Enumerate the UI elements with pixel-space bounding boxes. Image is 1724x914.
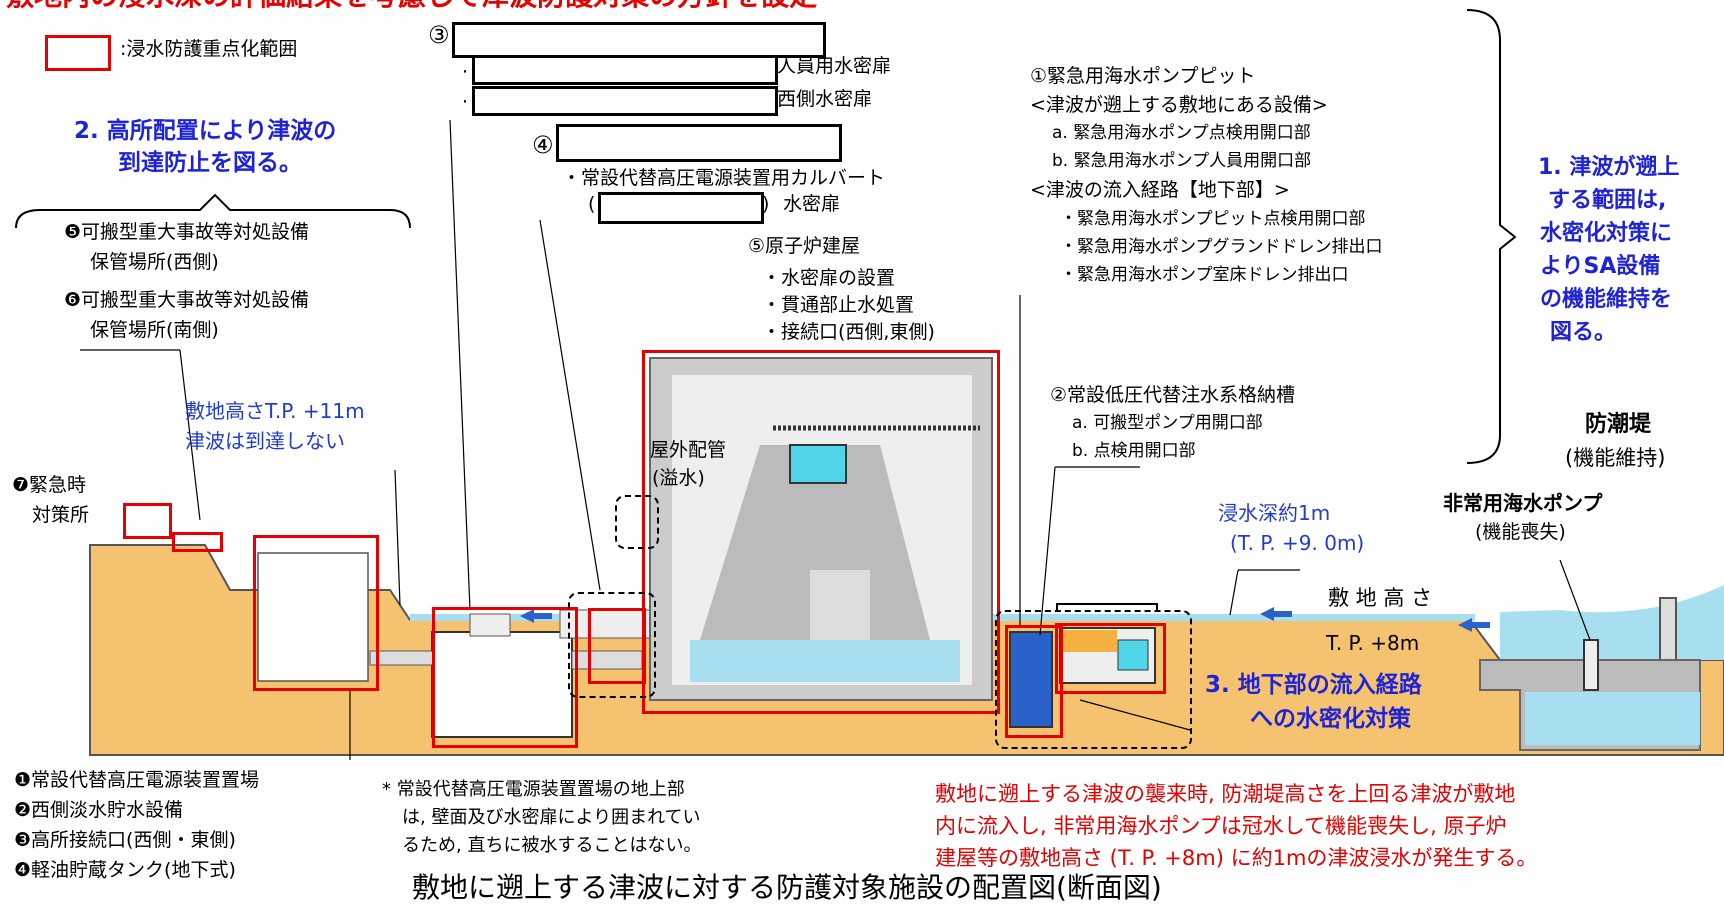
highlight-pump-pit: [1005, 625, 1063, 738]
seawater-pump-title: 非常用海水ポンプ: [1443, 491, 1603, 515]
pump-pit-title: ①緊急用海水ポンプピット: [1030, 65, 1256, 87]
site-height-line2: 津波は到達しない: [185, 429, 345, 453]
highlight-storage: [172, 532, 223, 552]
policy1-l6: 図る。: [1550, 320, 1617, 345]
bracket-policy1: [1466, 9, 1517, 464]
callout3-line2: 西側水密扉: [777, 88, 873, 110]
pump-pit-i1: ・緊急用海水ポンプピット点検用開口部: [1060, 209, 1366, 229]
highlight-low-tank: [1055, 623, 1166, 694]
callout4-line1: ・常設代替高圧電源装置用カルバート: [562, 167, 886, 189]
note-line2: は, 壁面及び水密扉により囲まれてい: [402, 807, 701, 828]
seawall-sub: (機能維持): [1565, 446, 1666, 470]
highlight-reactor: [642, 350, 1000, 714]
highlight-tank1: [432, 607, 578, 748]
policy1-l5: の機能維持を: [1540, 287, 1673, 312]
reactor-item2: ・貫通部止水処置: [762, 294, 915, 316]
reactor-item3: ・接続口(西側,東側): [762, 321, 935, 343]
callout4-paren-close: ): [762, 193, 770, 215]
ground-label: 敷 地 高 さ: [1328, 586, 1433, 610]
legend-label: :浸水防護重点化範囲: [120, 38, 298, 60]
pump-pit-sub2: <津波の流入経路【地下部】>: [1030, 179, 1290, 201]
emergency-line2: 対策所: [32, 504, 90, 526]
highlight-power-yard: [253, 535, 379, 691]
bracket-pump: [1056, 603, 1158, 612]
power-yard-building: [257, 552, 369, 682]
pump-pit-i3: ・緊急用海水ポンプ室床ドレン排出口: [1060, 265, 1349, 285]
policy2-line1: 2. 高所配置により津波の: [74, 118, 337, 144]
masked-box-3: [452, 22, 826, 58]
masked-box-3a: [472, 55, 778, 85]
site-height-line1: 敷地高さT.P. +11m: [185, 399, 365, 423]
dashed-group-tank2: [568, 592, 656, 698]
policy1-l2: する範囲は,: [1548, 188, 1667, 213]
tank-title: ②常設低圧代替注水系格納槽: [1050, 384, 1296, 406]
tank-b: b. 点検用開口部: [1072, 441, 1196, 461]
seawall-title: 防潮堤: [1585, 412, 1652, 437]
pump-pit: [1009, 631, 1053, 728]
facility-list-1: ❶常設代替高圧電源装置置場: [14, 769, 260, 791]
seawater-pump-sub: (機能喪失): [1475, 521, 1566, 543]
marker-dot-3a: ·: [462, 61, 469, 83]
bracket-policy2: [15, 193, 411, 229]
policy1-l4: よりSA設備: [1540, 254, 1661, 279]
header-cut: 敷地内の浸水深の評価結果を考慮して津波防護対策の方針を設定: [6, 0, 817, 12]
tank-a: a. 可搬型ポンプ用開口部: [1072, 413, 1263, 433]
red-note-line3: 建屋等の敷地高さ (T. P. +8m) に約1mの津波浸水が発生する。: [935, 846, 1538, 870]
masked-box-4: [556, 124, 842, 162]
reactor-item1: ・水密扉の設置: [762, 267, 896, 289]
inundation-line1: 浸水深約1m: [1218, 501, 1331, 525]
callout3-line1: 人員用水密扉: [777, 55, 892, 77]
policy3-line1: 3. 地下部の流入経路: [1205, 672, 1422, 698]
outdoor-pipe-line2: (溢水): [652, 467, 705, 489]
policy1-l1: 1. 津波が遡上: [1538, 155, 1680, 180]
seawater-pump-symbol: [1583, 639, 1599, 691]
marker-3: ③: [428, 21, 450, 49]
dashed-group-connect: [615, 495, 659, 549]
facility-list-4: ❹軽油貯蔵タンク(地下式): [14, 859, 236, 881]
highlight-emergency: [123, 503, 172, 539]
red-note-line1: 敷地に遡上する津波の襲来時, 防潮堤高さを上回る津波が敷地: [935, 782, 1516, 806]
marker-4: ④: [532, 131, 554, 159]
facility-list-2: ❷西側淡水貯水設備: [14, 799, 184, 821]
note-line3: るため, 直ちに被水することはない。: [402, 835, 702, 856]
pump-pit-sub1: <津波が遡上する敷地にある設備>: [1030, 94, 1328, 116]
legend-swatch: [45, 35, 111, 71]
masked-box-3b: [472, 86, 778, 116]
inundation-line2: (T. P. +9. 0m): [1230, 531, 1365, 555]
facility-list-3: ❸高所接続口(西側・東側): [14, 829, 236, 851]
ground-level: T. P. +8m: [1326, 631, 1420, 655]
policy2-line2: 到達防止を図る。: [118, 150, 302, 176]
dashed-group-pump: [995, 610, 1192, 749]
reactor-title: ⑤原子炉建屋: [748, 235, 861, 257]
callout4-line2: 水密扉: [783, 193, 841, 215]
storage-line1: ❺可搬型重大事故等対処設備: [64, 221, 310, 243]
emergency-line1: ❼緊急時: [12, 474, 87, 496]
red-note-line2: 内に流入し, 非常用海水ポンプは冠水して機能喪失し, 原子炉: [935, 814, 1507, 838]
storage-line3: ❻可搬型重大事故等対処設備: [64, 289, 310, 311]
policy3-line2: への水密化対策: [1250, 706, 1411, 732]
flow-arrows: [520, 607, 1490, 632]
seawall: [1659, 597, 1677, 665]
marker-dot-3b: ·: [462, 91, 469, 113]
outdoor-pipe-line1: 屋外配管: [650, 439, 727, 461]
note-line1: * 常設代替高圧電源装置置場の地上部: [382, 779, 685, 800]
policy1-l3: 水密化対策に: [1540, 221, 1673, 246]
storage-line4: 保管場所(南側): [90, 319, 219, 341]
leader-lines: [80, 119, 1591, 760]
masked-box-4a: [598, 192, 764, 224]
pump-pit-b: b. 緊急用海水ポンプ人員用開口部: [1052, 151, 1312, 171]
pump-pit-i2: ・緊急用海水ポンプグランドドレン排出口: [1060, 237, 1383, 257]
caption: 敷地に遡上する津波に対する防護対象施設の配置図(断面図): [412, 871, 1162, 904]
sea: [1500, 585, 1724, 660]
pump-pit-a: a. 緊急用海水ポンプ点検用開口部: [1052, 123, 1311, 143]
callout4-paren-open: (: [588, 193, 596, 215]
storage-line2: 保管場所(西側): [90, 251, 219, 273]
